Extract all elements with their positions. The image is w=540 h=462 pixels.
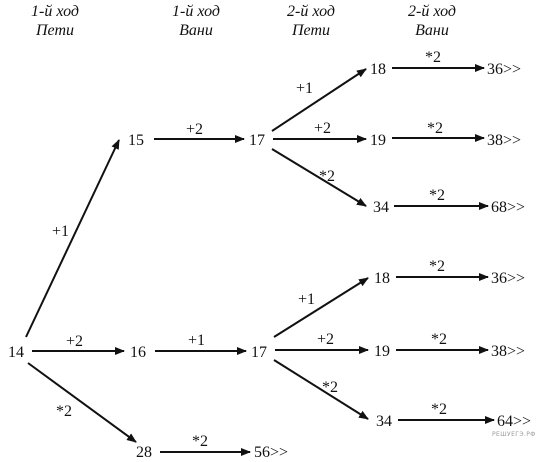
op-15-17: +2 [186, 121, 203, 138]
op-18b-36: *2 [429, 258, 445, 275]
node-36-upper: 36>> [487, 61, 521, 78]
edge-root-15 [25, 139, 120, 338]
header-3-line1: 2-й ход [287, 3, 335, 20]
edge-17a-18 [271, 68, 367, 132]
node-68: 68>> [491, 199, 525, 216]
node-17-upper: 17 [249, 132, 265, 149]
edge-17b-18 [273, 277, 369, 338]
node-18-lower: 18 [374, 270, 390, 287]
node-38-upper: 38>> [487, 132, 521, 149]
node-28: 28 [136, 444, 152, 461]
op-16-17: +1 [188, 332, 205, 349]
node-56: 56>> [254, 444, 288, 461]
edge-root-28 [27, 362, 137, 443]
op-17b-34: *2 [322, 379, 338, 396]
node-34-upper: 34 [373, 199, 389, 216]
watermark-text: РЕШУЕГЭ.РФ [492, 431, 536, 438]
op-17b-18: +1 [298, 291, 315, 308]
op-34a-68: *2 [429, 187, 445, 204]
op-17a-19: +2 [314, 120, 331, 137]
op-root-16: +2 [66, 333, 83, 350]
header-4-line2: Вани [415, 22, 449, 39]
header-2-line1: 1-й ход [172, 3, 220, 20]
op-17a-34: *2 [319, 168, 335, 185]
node-34-lower: 34 [376, 413, 392, 430]
node-18-upper: 18 [370, 61, 386, 78]
header-2-line2: Вани [179, 22, 213, 39]
node-16: 16 [130, 344, 146, 361]
node-19-upper: 19 [370, 132, 386, 149]
node-19-lower: 19 [374, 343, 390, 360]
header-1-line1: 1-й ход [31, 3, 79, 20]
edge-17a-34 [271, 148, 367, 207]
node-36-lower: 36>> [491, 270, 525, 287]
edge-17b-34 [273, 359, 369, 420]
header-4-line1: 2-й ход [408, 3, 456, 20]
node-15: 15 [128, 132, 144, 149]
header-1-line2: Пети [35, 22, 74, 39]
header-3-line2: Пети [291, 22, 330, 39]
node-17-lower: 17 [251, 344, 267, 361]
node-64: 64>> [497, 413, 531, 430]
op-17a-18: +1 [296, 80, 313, 97]
op-17b-19: +2 [317, 331, 334, 348]
op-18a-36: *2 [425, 49, 441, 66]
op-19a-38: *2 [427, 120, 443, 137]
op-28-56: *2 [192, 433, 208, 450]
op-root-28: *2 [56, 403, 72, 420]
node-root-14: 14 [8, 344, 24, 361]
node-38-lower: 38>> [491, 343, 525, 360]
op-19b-38: *2 [431, 331, 447, 348]
op-34b-64: *2 [431, 401, 447, 418]
op-root-15: +1 [52, 223, 69, 240]
